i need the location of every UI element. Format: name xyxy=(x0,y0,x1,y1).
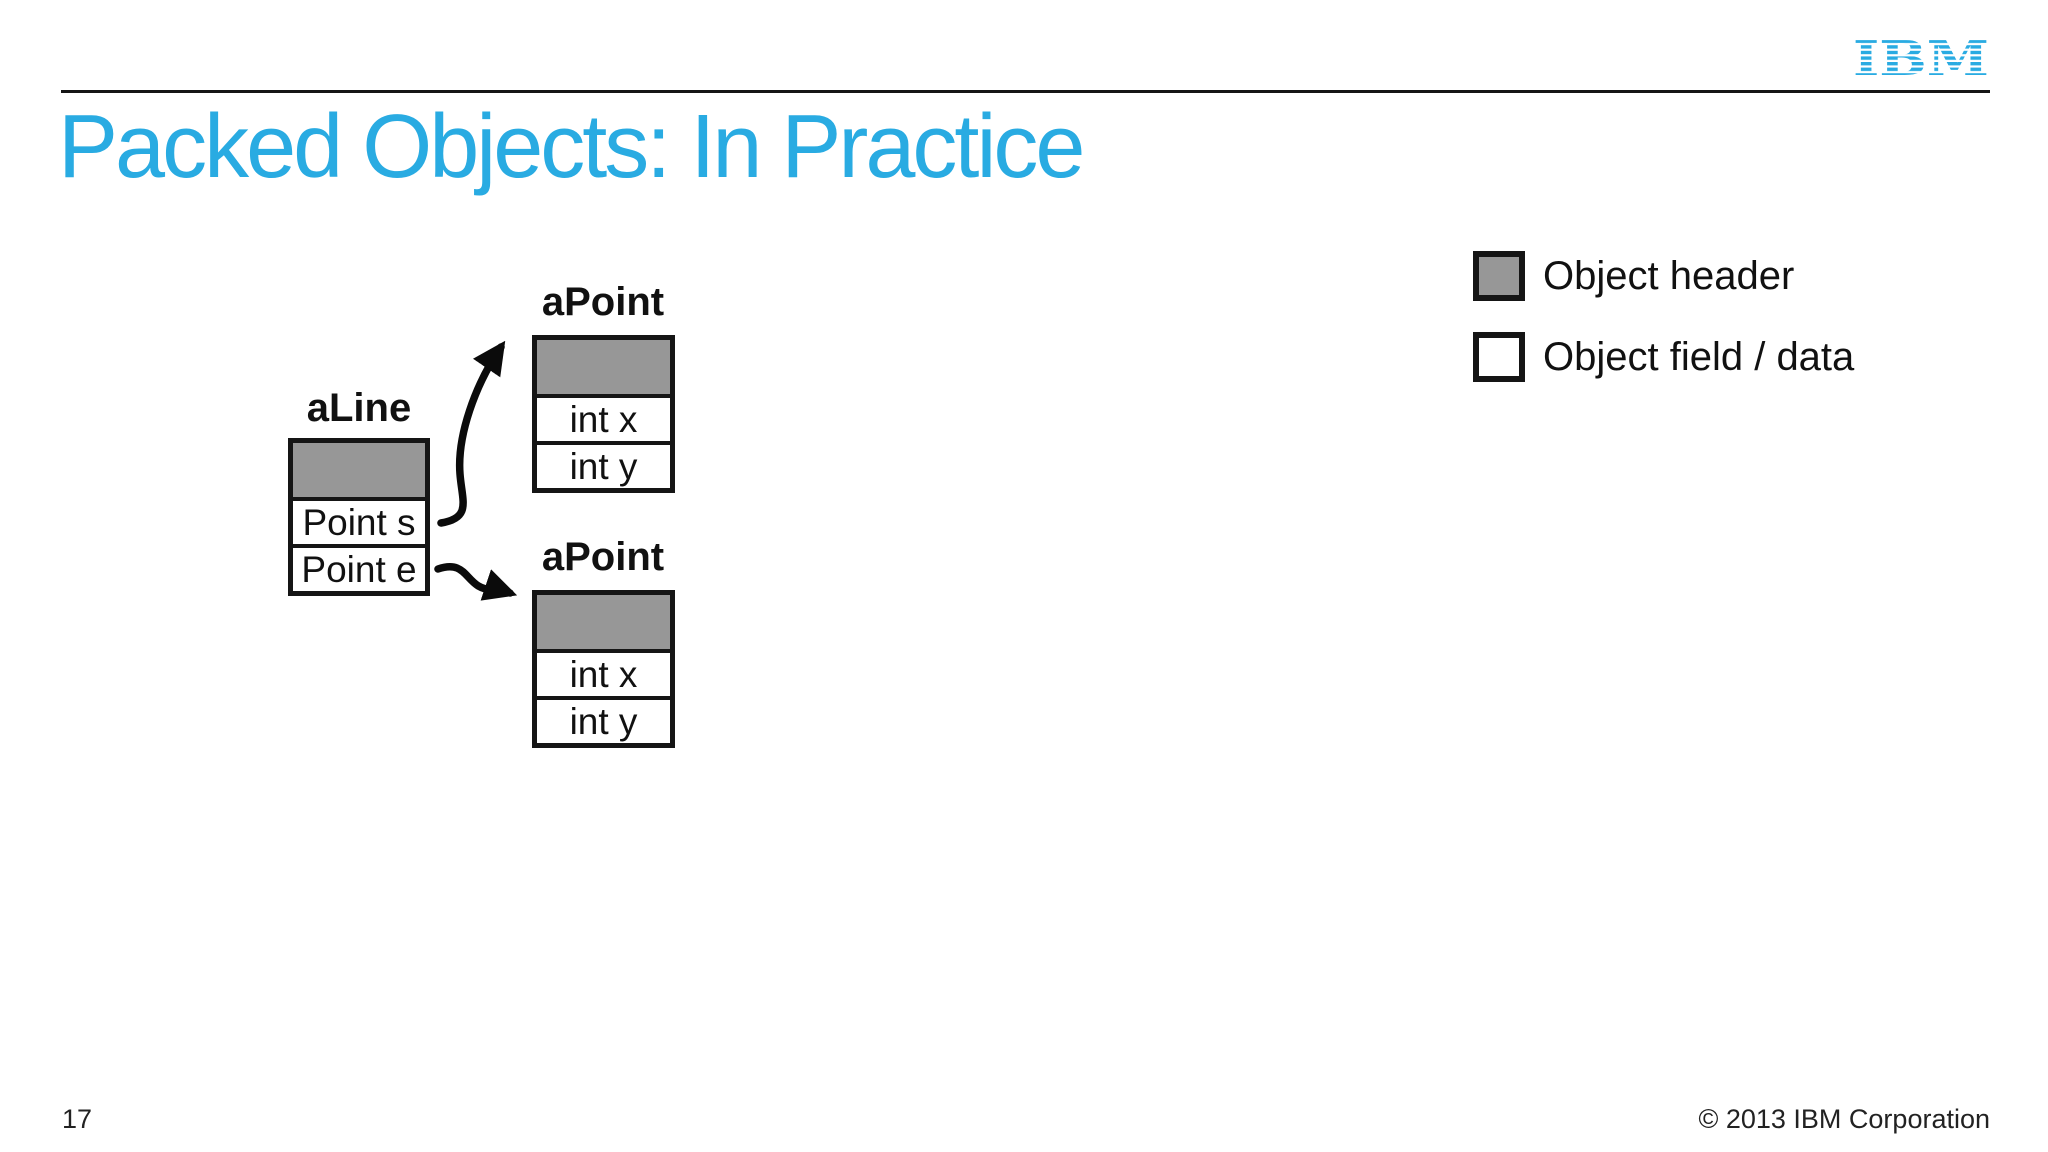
arrow-point-s-to-apoint-icon xyxy=(437,340,506,527)
apoint-bottom-memory-box: int x int y xyxy=(532,590,675,748)
aline-object-header-cell xyxy=(293,443,425,501)
aline-box-label: aLine xyxy=(306,386,412,430)
legend-item-object-field: Object field / data xyxy=(1473,330,1854,384)
legend-item-object-header: Object header xyxy=(1473,248,1794,304)
page-title: Packed Objects: In Practice xyxy=(58,97,1085,197)
legend-label: Object header xyxy=(1543,253,1795,298)
ibm-logo-icon: IBM xyxy=(1853,34,1989,80)
aline-memory-box: Point s Point e xyxy=(288,438,430,596)
header-rule xyxy=(61,90,1990,93)
aline-field-point-s: Point s xyxy=(293,501,425,548)
object-field-swatch-icon xyxy=(1473,332,1525,382)
apoint-top-object-header-cell xyxy=(537,340,670,398)
arrow-point-e-to-apoint-icon xyxy=(434,563,518,601)
apoint-bottom-box-label: aPoint xyxy=(541,535,665,579)
apoint-bottom-field-int-y: int y xyxy=(537,700,670,743)
object-header-swatch-icon xyxy=(1473,251,1525,301)
apoint-top-box-label: aPoint xyxy=(541,280,665,324)
apoint-top-memory-box: int x int y xyxy=(532,335,675,493)
apoint-top-field-int-y: int y xyxy=(537,445,670,488)
aline-field-point-e: Point e xyxy=(293,548,425,591)
copyright-text: © 2013 IBM Corporation xyxy=(1698,1104,1990,1134)
apoint-bottom-object-header-cell xyxy=(537,595,670,653)
legend-label: Object field / data xyxy=(1543,334,1855,379)
ibm-logo-text: IBM xyxy=(1853,34,1989,80)
page-number: 17 xyxy=(62,1104,93,1134)
apoint-bottom-field-int-x: int x xyxy=(537,653,670,700)
apoint-top-field-int-x: int x xyxy=(537,398,670,445)
